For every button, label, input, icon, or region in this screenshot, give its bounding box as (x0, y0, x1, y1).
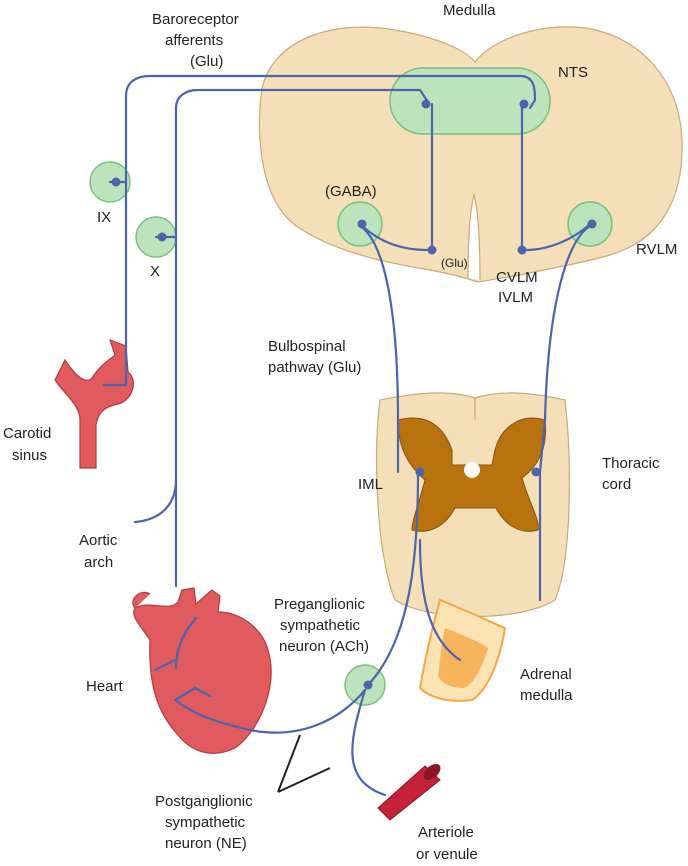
preganglionic-label-line3: neuron (ACh) (279, 638, 369, 655)
baroreceptor-label-line2: afferents (165, 32, 223, 49)
carotid-label-line1: Carotid (3, 425, 51, 442)
postganglionic-pointer (277, 734, 331, 793)
adrenal-label-line2: medulla (520, 687, 573, 704)
nts-label: NTS (558, 64, 588, 81)
postganglionic-label-line3: neuron (NE) (165, 835, 247, 852)
postganglionic-fibers (153, 616, 387, 797)
synapse-dots (111, 99, 597, 690)
aortic-label-line1: Aortic (79, 532, 118, 549)
ix-label: IX (97, 209, 111, 226)
arteriole-shape (377, 765, 441, 821)
heart-label: Heart (86, 678, 124, 695)
iml-label: IML (358, 476, 383, 493)
aortic-label-line2: arch (84, 554, 113, 571)
preganglionic-label-line1: Preganglionic (274, 596, 365, 613)
carotid-sinus-shape (54, 338, 134, 469)
bulbospinal-label-line2: pathway (Glu) (268, 359, 361, 376)
baroreceptor-label-line3: (Glu) (190, 53, 223, 70)
preganglionic-label-line2: sympathetic (280, 617, 361, 634)
heart-vessel (132, 591, 151, 609)
cvlm-label: CVLM (496, 269, 538, 286)
rvlm-label: RVLM (636, 241, 677, 258)
nts-region (389, 67, 551, 135)
glu-small-label: (Glu) (441, 256, 468, 270)
postganglionic-label-line1: Postganglionic (155, 793, 253, 810)
arteriole-opening (423, 763, 441, 781)
medulla-fissure (467, 192, 481, 281)
thoracic-label-line2: cord (602, 476, 631, 493)
bulbospinal-fibers (358, 224, 592, 602)
central-canal (464, 462, 480, 478)
adrenal-gland-inner (438, 628, 488, 688)
postganglionic-label-line2: sympathetic (165, 814, 246, 831)
gaba-label: (GABA) (325, 183, 377, 200)
heart-shape (133, 587, 272, 754)
carotid-label-line2: sinus (12, 447, 47, 464)
nts-projection-fibers (358, 102, 592, 252)
x-label: X (150, 263, 160, 280)
ivlm-label: IVLM (498, 289, 533, 306)
adrenal-label-line1: Adrenal (520, 666, 572, 683)
thoracic-label-line1: Thoracic (602, 455, 660, 472)
bulbospinal-label-line1: Bulbospinal (268, 338, 346, 355)
baroreceptor-label-line1: Baroreceptor (152, 11, 239, 28)
preganglionic-fibers (366, 470, 462, 687)
medulla-label: Medulla (443, 2, 496, 19)
arteriole-label-line1: Arteriole (418, 824, 474, 841)
arteriole-label-line2: or venule (416, 846, 478, 863)
